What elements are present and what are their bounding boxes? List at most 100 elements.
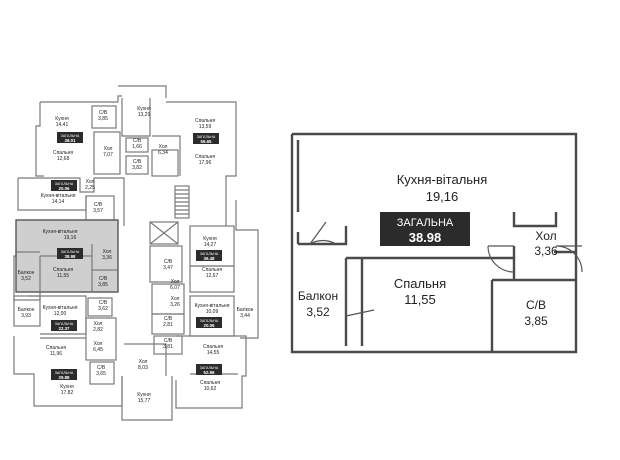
overview-room-label: 13,29 — [138, 112, 151, 118]
overview-room-label: Спальня — [53, 150, 73, 156]
overview-room-label: 3,57 — [93, 208, 103, 214]
overview-room-label: 17,82 — [61, 390, 74, 396]
overview-room-label: Хол — [171, 296, 180, 302]
overview-room-label: С/В — [164, 316, 173, 322]
hall-name: Хол — [535, 229, 556, 243]
overview-tag-title: ЗАГАЛЬНА — [55, 371, 74, 375]
total-area-label: ЗАГАЛЬНА — [397, 217, 454, 229]
overview-room-label: 12,68 — [57, 156, 70, 162]
overview-room-label: Балкон — [237, 307, 254, 313]
overview-room-label: С/В — [164, 259, 173, 265]
bedroom-area: 11,55 — [404, 292, 436, 307]
overview-room-label: 12,00 — [54, 311, 67, 317]
overview-area-tags: ЗАГАЛЬНА38.01ЗАГАЛЬНА56.65ЗАГАЛЬНА20.06З… — [51, 132, 222, 380]
overview-room-label: Спальня — [202, 267, 222, 273]
overview-tag-value: 20.06 — [59, 186, 71, 191]
overview-room-label: 3,85 — [98, 282, 108, 288]
overview-tag-value: 52.96 — [204, 370, 216, 375]
bathroom-area: 3,85 — [524, 314, 548, 328]
overview-room-label: 3,47 — [163, 265, 173, 271]
balcony-area: 3,52 — [306, 305, 330, 319]
overview-room-label: С/В — [99, 110, 108, 116]
floor-overview-plan: Кухня14,41С/В3,85Кухня13,29Спальня13,59С… — [13, 85, 259, 421]
overview-room-label: 2,82 — [93, 327, 103, 333]
overview-tag-value: 36.48 — [204, 256, 216, 261]
overview-room-label: Кухня — [60, 384, 74, 390]
apartment-detail-plan: Кухня-вітальня 19,16 ЗАГАЛЬНА 38.98 Хол … — [290, 132, 583, 354]
overview-room-label: Спальня — [53, 267, 73, 273]
overview-room-label: 3,85 — [98, 116, 108, 122]
overview-room-label: 17,96 — [199, 160, 212, 166]
overview-room-label: Кухня-вітальня — [195, 303, 230, 309]
overview-room-label: Балкон — [18, 307, 35, 313]
overview-room-label: 3,52 — [21, 276, 31, 282]
overview-room-label: С/В — [133, 159, 142, 165]
kitchen-area: 19,16 — [426, 189, 459, 204]
overview-room-label: Хол — [94, 341, 103, 347]
overview-room-label: 3,81 — [163, 344, 173, 350]
overview-tag-title: ЗАГАЛЬНА — [197, 135, 216, 139]
overview-room-label: Спальня — [46, 345, 66, 351]
overview-room-label: Кухня — [55, 116, 69, 122]
overview-room-label: 15,77 — [138, 398, 151, 404]
overview-room-label: 2,25 — [85, 185, 95, 191]
overview-room-label: 3,82 — [132, 165, 142, 171]
overview-room-label: 19,16 — [64, 235, 77, 241]
overview-tag-title: ЗАГАЛЬНА — [200, 366, 219, 370]
overview-tag-value: 38.01 — [65, 138, 77, 143]
overview-room-label: Балкон — [18, 270, 35, 276]
overview-room-label: 11,55 — [57, 273, 69, 279]
overview-room-label: Спальня — [203, 344, 223, 350]
overview-tag-title: ЗАГАЛЬНА — [200, 319, 219, 323]
overview-room-label: 8,03 — [138, 365, 148, 371]
overview-tag-value: 56.65 — [201, 139, 213, 144]
overview-room-label: С/В — [94, 202, 103, 208]
overview-room-label: 6,45 — [93, 347, 103, 353]
bathroom-name: С/В — [526, 298, 546, 312]
overview-room-label: 3,36 — [102, 255, 112, 261]
overview-room-label: Кухня-вітальня — [43, 229, 78, 235]
overview-tag-value: 29.88 — [59, 375, 71, 380]
balcony-name: Балкон — [298, 289, 338, 303]
overview-room-label: Хол — [104, 146, 113, 152]
overview-room-label: 1,66 — [132, 144, 142, 150]
overview-room-label: 14,41 — [56, 122, 69, 128]
overview-room-label: 14,14 — [52, 199, 65, 205]
overview-tag-title: ЗАГАЛЬНА — [55, 182, 74, 186]
overview-room-label: 13,59 — [199, 124, 212, 130]
overview-room-label: Хол — [103, 249, 112, 255]
overview-tag-title: ЗАГАЛЬНА — [61, 250, 80, 254]
overview-room-label: 12,67 — [206, 273, 219, 279]
overview-tag-title: ЗАГАЛЬНА — [200, 252, 219, 256]
overview-tag-title: ЗАГАЛЬНА — [61, 134, 80, 138]
overview-room-label: 3,93 — [21, 313, 31, 319]
overview-tag-value: 20.06 — [204, 323, 216, 328]
overview-room-label: 3,44 — [240, 313, 250, 319]
overview-tag-value: 38.98 — [65, 254, 77, 259]
bedroom-name: Спальня — [394, 276, 446, 291]
overview-room-label: 10,62 — [204, 386, 217, 392]
overview-room-label: С/В — [99, 300, 108, 306]
overview-room-label: 3,26 — [170, 302, 180, 308]
overview-room-label: Кухня — [203, 236, 217, 242]
door-swings — [309, 221, 583, 317]
overview-room-label: С/В — [133, 138, 142, 144]
overview-room-label: Хол — [94, 321, 103, 327]
overview-room-label: 14,27 — [204, 242, 217, 248]
overview-room-label: Кухня — [137, 106, 151, 112]
overview-room-label: Хол — [139, 359, 148, 365]
overview-room-label: 2,81 — [163, 322, 173, 328]
overview-room-label: С/В — [99, 276, 108, 282]
overview-room-labels: Кухня14,41С/В3,85Кухня13,29Спальня13,59С… — [18, 106, 254, 404]
overview-room-label: 3,65 — [96, 371, 106, 377]
total-area-tag[interactable] — [380, 212, 470, 246]
